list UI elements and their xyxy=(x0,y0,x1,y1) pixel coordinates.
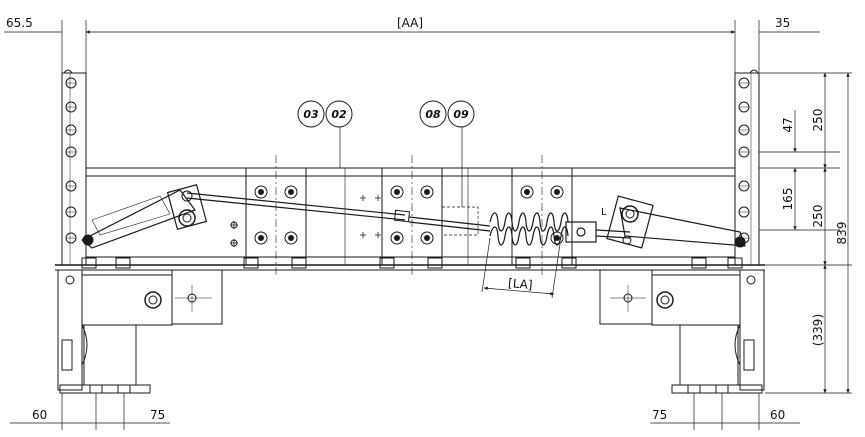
dim-bottom-left-outer: 60 xyxy=(32,408,47,422)
dimension-lines xyxy=(4,20,852,430)
main-beam xyxy=(55,167,765,271)
dim-left-offset: 65.5 xyxy=(6,16,33,30)
balloon-label: 08 xyxy=(425,108,441,121)
dim-bottom-right-inner: 75 xyxy=(652,408,667,422)
dim-lower-height: (339) xyxy=(811,314,825,346)
dim-right-offset: 35 xyxy=(775,16,790,30)
right-arm xyxy=(606,195,746,249)
dim-mid-section: 250 xyxy=(811,205,825,228)
left-arm xyxy=(80,184,208,249)
right-post xyxy=(734,69,760,266)
dim-total-height: 839 xyxy=(835,222,849,245)
left-base-assembly xyxy=(57,269,223,394)
right-base-assembly xyxy=(599,269,765,394)
dim-bottom-left-inner: 75 xyxy=(150,408,165,422)
plate-bolts xyxy=(230,185,564,247)
dim-bottom-right-outer: 60 xyxy=(770,408,785,422)
beam-bottom-nuts xyxy=(81,257,743,269)
dim-mid-upper: 165 xyxy=(781,188,795,211)
balloon-label: 02 xyxy=(331,108,347,121)
link-rod xyxy=(186,192,491,236)
balloons xyxy=(297,100,475,128)
left-post xyxy=(61,69,87,266)
dim-link-length: [LA] xyxy=(508,276,534,292)
center-plates xyxy=(245,155,573,275)
dim-top-upper: 47 xyxy=(781,117,795,132)
balloon-label: 09 xyxy=(453,108,469,121)
dim-top-section: 250 xyxy=(811,109,825,132)
balloon-label: 03 xyxy=(303,108,319,121)
dim-overall-width: [AA] xyxy=(397,16,423,30)
dim-link-small: L xyxy=(601,207,607,218)
